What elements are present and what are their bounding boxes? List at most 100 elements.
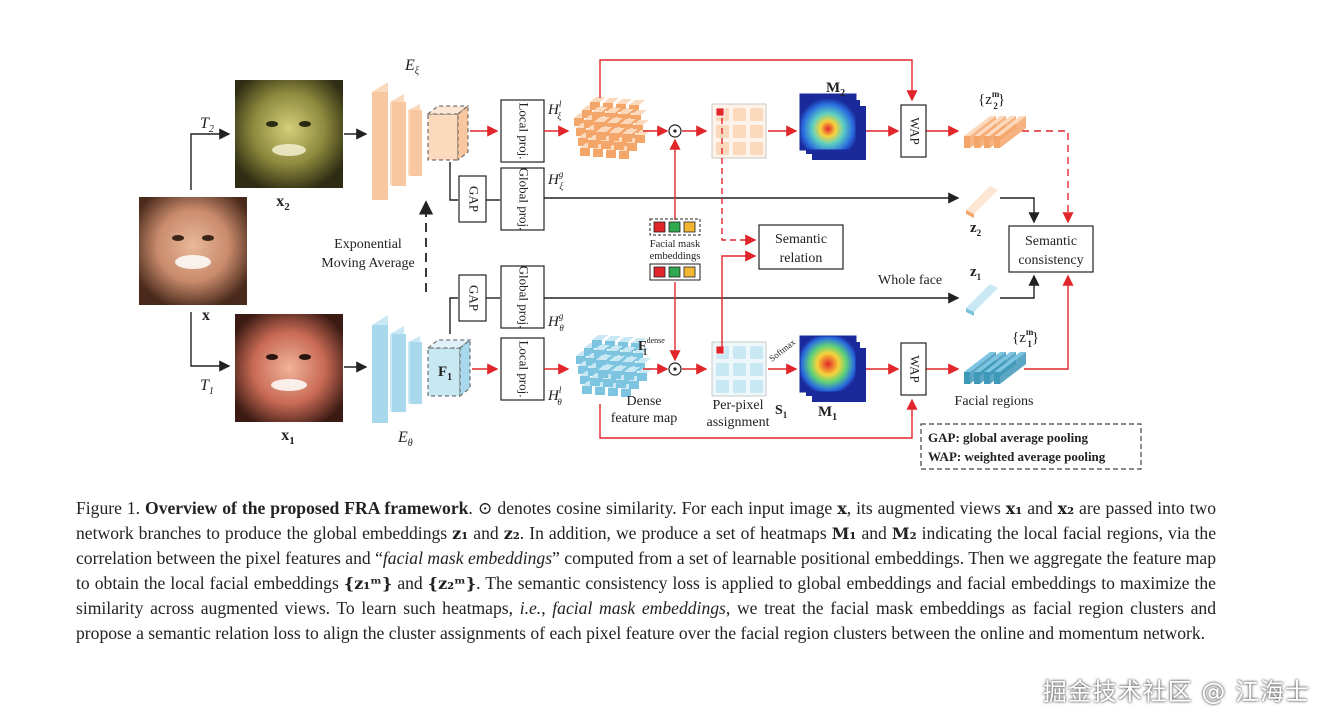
feature-cube-top <box>596 127 612 132</box>
embedding-bar-top <box>984 352 1016 372</box>
embedding-bar-top <box>994 352 1026 372</box>
legend-gap: GAP: global average pooling <box>928 430 1088 445</box>
per-pixel-label-line1: Per-pixel <box>712 398 763 413</box>
feature-cube-face <box>590 378 600 386</box>
grid-cell <box>733 363 746 376</box>
caption-fig-label: Figure 1. <box>76 498 141 518</box>
feature-cube-face <box>586 130 596 138</box>
label-z1: z1 <box>970 264 982 282</box>
global-embedding-z2 <box>966 186 998 218</box>
embedding-bar-top <box>974 116 1006 136</box>
feature-cube-top <box>609 356 625 361</box>
cosine-op-top <box>668 124 682 138</box>
svg-text:Semantic: Semantic <box>1025 234 1077 249</box>
feature-cube-top <box>598 365 614 370</box>
feature-cube-top <box>629 100 645 105</box>
label-m2: M2 <box>826 80 845 99</box>
wap-box-top: WAP <box>900 104 927 158</box>
legend-wap: WAP: weighted average pooling <box>928 449 1106 464</box>
feature-cube-face <box>603 379 613 387</box>
feature-cube-top <box>622 129 638 134</box>
consistency-arrows <box>1000 130 1074 370</box>
per-pixel-label-line2: assignment <box>707 415 770 430</box>
svg-text:GAP: GAP <box>467 186 482 212</box>
label-f1: F1 <box>438 364 452 383</box>
dense-label-line2: feature map <box>611 411 677 426</box>
embedding-bar-face <box>994 136 1000 148</box>
feature-cube-top <box>633 348 649 353</box>
feature-cube-face <box>588 140 598 148</box>
grid-cell <box>733 380 746 393</box>
grid-selected-pixel <box>715 345 725 355</box>
framework-diagram: x x2 x1 T2 T1 Eξ <box>139 57 1142 470</box>
feature-cube-face <box>590 102 600 110</box>
global-proj-box-bottom: Global proj. <box>500 265 545 329</box>
svg-text:Global proj.: Global proj. <box>517 266 532 329</box>
svg-text:Local proj.: Local proj. <box>517 102 532 159</box>
feature-cube-top <box>620 119 636 124</box>
grid-cell <box>750 363 763 376</box>
figure-caption: Figure 1. Overview of the proposed FRA f… <box>76 498 1217 643</box>
embedding-bar-face <box>974 136 980 148</box>
feature-cube-face <box>596 132 606 140</box>
feature-cube-face <box>594 350 604 358</box>
watermark: 掘金技术社区 @ 江海士 <box>1042 678 1310 706</box>
feature-cube-top <box>618 337 634 342</box>
bottom-branch-lines <box>449 292 960 334</box>
label-s1: S1 <box>775 403 788 420</box>
feature-cube-face <box>619 151 629 159</box>
svg-text:WAP: WAP <box>908 355 923 382</box>
semantic-relation-box: Semantic relation <box>758 224 844 270</box>
embedding-bar-face <box>964 372 970 384</box>
ema-label-line1: Exponential <box>334 237 402 252</box>
label-x: x <box>202 307 210 324</box>
feature-cube-face <box>635 135 645 143</box>
semantic-consistency-box: Semantic consistency <box>1008 225 1094 273</box>
svg-text:WAP: WAP <box>908 117 923 144</box>
feature-cube-top <box>611 366 627 371</box>
encoder-input-arrows <box>344 128 368 373</box>
input-image-x <box>139 197 247 305</box>
dense-feature-map-bottom <box>576 335 653 397</box>
feature-cube-face <box>584 120 594 128</box>
encoder-e-theta <box>372 315 472 423</box>
label-x1: x1 <box>281 427 295 447</box>
feature-cube-top <box>616 99 632 104</box>
embedding-bar-side <box>1000 352 1026 384</box>
embedding-bar-face <box>984 136 990 148</box>
grid-cell <box>750 125 763 138</box>
feature-cube-face <box>621 389 631 397</box>
svg-text:relation: relation <box>780 251 823 266</box>
svg-text:Semantic: Semantic <box>775 232 827 247</box>
label-e-theta: Eθ <box>397 429 413 449</box>
feature-cube-top <box>592 107 608 112</box>
local-proj-box-top: Local proj. <box>500 99 545 163</box>
semantic-relation-arrows <box>721 118 757 352</box>
feature-cube-face <box>576 128 586 136</box>
facial-mask-embeddings-bottom <box>649 263 701 281</box>
ema-label-line2: Moving Average <box>321 256 414 271</box>
feature-cube-top <box>618 109 634 114</box>
facial-embeddings-z1m <box>964 352 1026 384</box>
feature-cube-face <box>584 348 594 356</box>
local-proj-arrows <box>470 125 570 375</box>
feature-cube-face <box>592 112 602 120</box>
feature-cube-face <box>588 368 598 376</box>
svg-text:Global proj.: Global proj. <box>517 168 532 231</box>
feature-cube-face <box>614 142 624 150</box>
feature-cube-face <box>574 118 584 126</box>
grid-cell <box>733 142 746 155</box>
augmented-image-x1 <box>235 314 343 422</box>
feature-cube-top <box>624 367 640 372</box>
feature-cube-face <box>586 358 596 366</box>
feature-cube-face <box>592 340 602 348</box>
feature-cube-face <box>576 356 586 364</box>
heatmap-m2 <box>799 93 866 160</box>
dense-feature-map-top <box>574 97 651 159</box>
top-branch-lines <box>449 162 960 204</box>
feature-cube-top <box>607 118 623 123</box>
